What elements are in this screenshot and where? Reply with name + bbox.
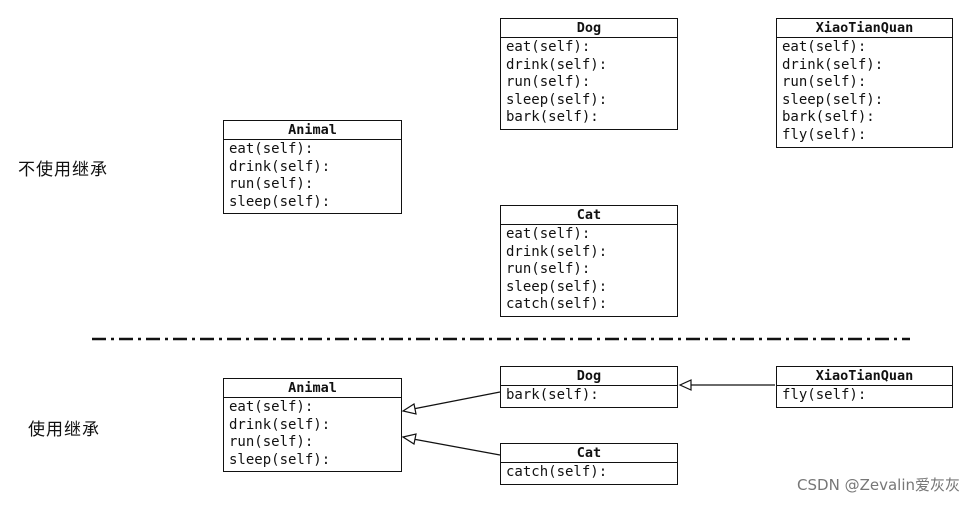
arrowhead-cat-animal: [401, 433, 417, 445]
class-box-cat-bottom: Cat catch(self):: [500, 443, 678, 485]
method: eat(self):: [782, 39, 867, 55]
class-name: Cat: [501, 206, 677, 225]
method: sleep(self):: [229, 451, 331, 468]
method: drink(self):: [782, 56, 884, 73]
arrowhead-xtq-dog: [678, 379, 692, 391]
class-box-xiaotianquan-top: XiaoTianQuan eat(self): drink(self): run…: [776, 18, 953, 148]
arrow-cat-to-animal: [412, 438, 501, 456]
method: eat(self):: [506, 226, 591, 242]
method: sleep(self):: [782, 91, 884, 108]
method: bark(self):: [506, 387, 599, 403]
method: bark(self):: [782, 109, 875, 126]
arrow-dog-to-animal: [412, 391, 501, 410]
arrowhead-dog-animal: [401, 403, 417, 415]
class-box-cat-top: Cat eat(self): drink(self): run(self): s…: [500, 205, 678, 317]
method: sleep(self):: [506, 91, 608, 108]
method: sleep(self):: [506, 278, 608, 295]
class-name: Dog: [501, 367, 677, 386]
method: fly(self):: [782, 387, 867, 403]
label-no-inheritance: 不使用继承: [18, 160, 108, 180]
class-name: XiaoTianQuan: [777, 19, 952, 38]
method: drink(self):: [506, 56, 608, 73]
class-name: Cat: [501, 444, 677, 463]
method: run(self):: [229, 176, 314, 193]
method: drink(self):: [506, 243, 608, 260]
method: eat(self):: [229, 399, 314, 415]
class-box-xiaotianquan-bottom: XiaoTianQuan fly(self):: [776, 366, 953, 408]
method: drink(self):: [229, 416, 331, 433]
method: run(self):: [506, 261, 591, 278]
class-name: Animal: [224, 121, 401, 140]
method: catch(self):: [506, 296, 608, 313]
method: run(self):: [782, 74, 867, 91]
class-name: XiaoTianQuan: [777, 367, 952, 386]
class-box-dog-top: Dog eat(self): drink(self): run(self): s…: [500, 18, 678, 130]
class-box-animal-bottom: Animal eat(self): drink(self): run(self)…: [223, 378, 402, 473]
method: drink(self):: [229, 158, 331, 175]
class-box-animal-top: Animal eat(self): drink(self): run(self)…: [223, 120, 402, 215]
method: eat(self):: [229, 141, 314, 157]
method: sleep(self):: [229, 193, 331, 210]
class-name: Dog: [501, 19, 677, 38]
method: run(self):: [506, 74, 591, 91]
watermark: CSDN @Zevalin爱灰灰: [797, 476, 960, 494]
method: bark(self):: [506, 109, 599, 126]
method: run(self):: [229, 434, 314, 451]
method: catch(self):: [506, 464, 608, 480]
label-with-inheritance: 使用继承: [28, 420, 100, 440]
method: fly(self):: [782, 126, 867, 143]
class-name: Animal: [224, 379, 401, 398]
class-box-dog-bottom: Dog bark(self):: [500, 366, 678, 408]
method: eat(self):: [506, 39, 591, 55]
